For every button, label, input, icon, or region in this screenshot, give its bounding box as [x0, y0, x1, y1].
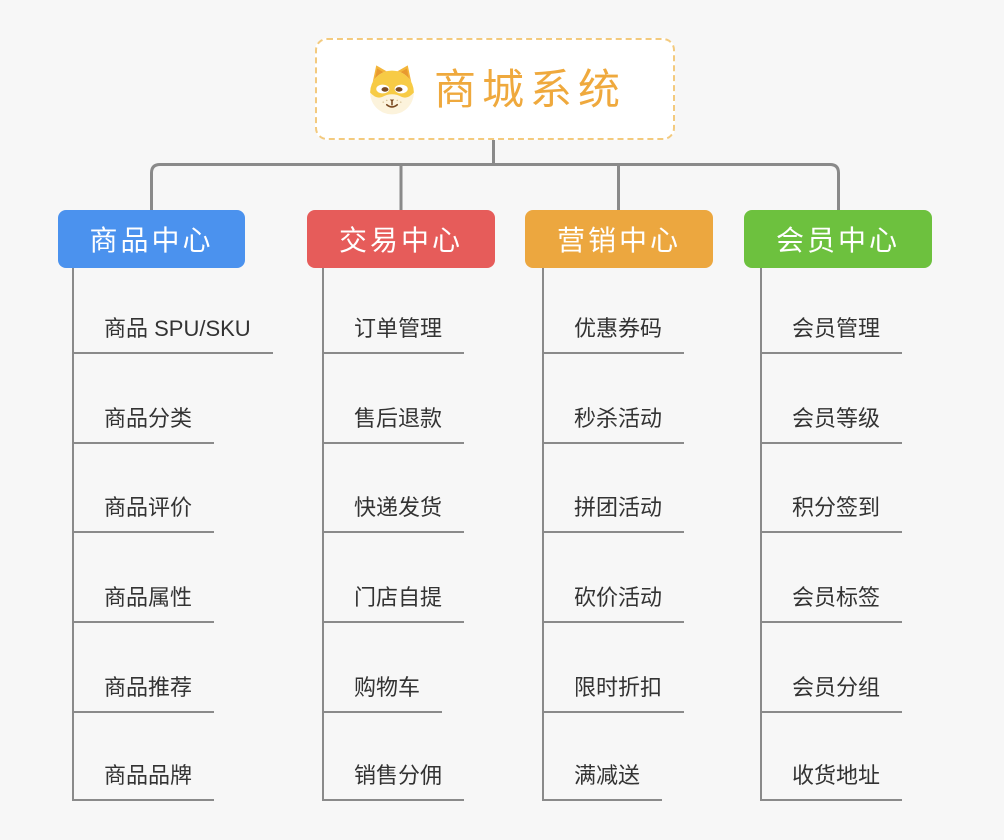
leaf-node[interactable]: 满减送 — [542, 761, 663, 801]
leaf-node[interactable]: 商品属性 — [72, 583, 215, 623]
root-title: 商城系统 — [433, 66, 626, 113]
branch-spine-member — [760, 268, 762, 801]
leaf-node[interactable]: 优惠券码 — [542, 314, 685, 354]
branch-spine-product — [72, 268, 74, 801]
leaf-node[interactable]: 商品品牌 — [72, 761, 215, 801]
branch-header-product-center[interactable]: 商品中心 — [58, 210, 245, 268]
branch-spine-trade — [322, 268, 324, 801]
leaf-node[interactable]: 会员等级 — [760, 404, 903, 444]
leaf-node[interactable]: 会员管理 — [760, 314, 903, 354]
leaf-node[interactable]: 拼团活动 — [542, 493, 685, 533]
leaf-node[interactable]: 秒杀活动 — [542, 404, 685, 444]
branch-label: 营销中心 — [556, 225, 681, 256]
leaf-node[interactable]: 砍价活动 — [542, 583, 685, 623]
leaf-node[interactable]: 限时折扣 — [542, 673, 685, 713]
leaf-node[interactable]: 销售分佣 — [322, 761, 465, 801]
branch-label: 交易中心 — [338, 225, 463, 256]
branch-label: 商品中心 — [89, 225, 214, 256]
branch-spine-marketing — [542, 268, 544, 801]
leaf-node[interactable]: 会员标签 — [760, 583, 903, 623]
leaf-node[interactable]: 门店自提 — [322, 583, 465, 623]
leaf-node[interactable]: 商品 SPU/SKU — [72, 314, 273, 354]
branch-header-trade-center[interactable]: 交易中心 — [307, 210, 495, 268]
root-node[interactable]: 商城系统 — [315, 38, 675, 140]
leaf-node[interactable]: 售后退款 — [322, 404, 465, 444]
leaf-node[interactable]: 订单管理 — [322, 314, 465, 354]
branch-header-member-center[interactable]: 会员中心 — [744, 210, 932, 268]
leaf-node[interactable]: 商品推荐 — [72, 673, 215, 713]
leaf-node[interactable]: 会员分组 — [760, 673, 903, 713]
branch-label: 会员中心 — [775, 225, 900, 256]
doge-face-icon — [370, 65, 414, 115]
leaf-node[interactable]: 购物车 — [322, 673, 443, 713]
leaf-node[interactable]: 收货地址 — [760, 761, 903, 801]
branch-header-marketing-center[interactable]: 营销中心 — [525, 210, 713, 268]
leaf-node[interactable]: 快递发货 — [322, 493, 465, 533]
leaf-node[interactable]: 积分签到 — [760, 493, 903, 533]
connector-rail — [150, 163, 840, 211]
leaf-node[interactable]: 商品分类 — [72, 404, 215, 444]
leaf-node[interactable]: 商品评价 — [72, 493, 215, 533]
